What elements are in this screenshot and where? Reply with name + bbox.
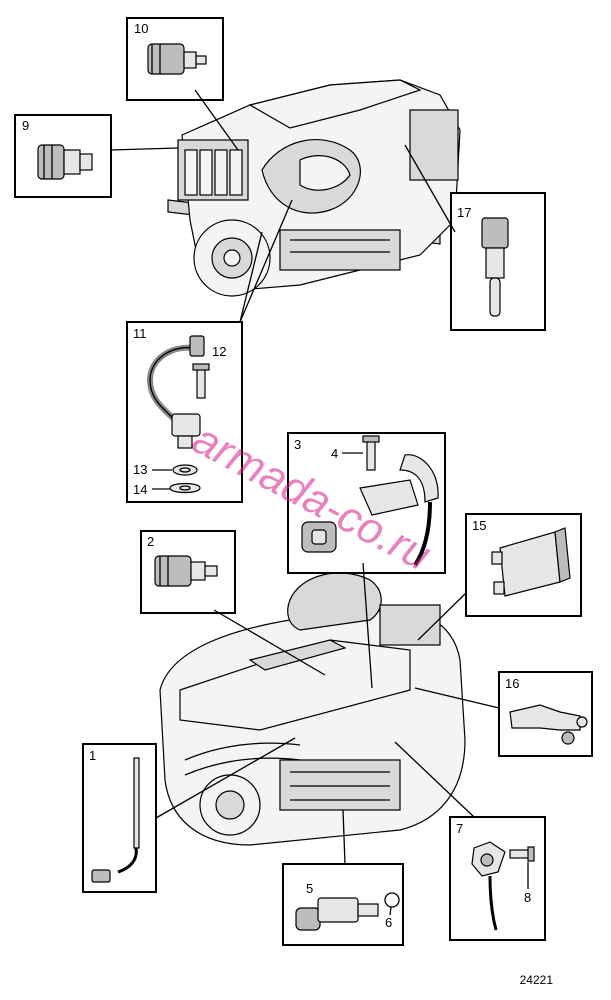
part-label-1: 1 bbox=[89, 748, 96, 763]
part-label-6: 6 bbox=[385, 915, 392, 930]
part-label-12: 12 bbox=[212, 344, 226, 359]
leader-9 bbox=[110, 147, 179, 151]
part-2-box: 2 bbox=[140, 530, 236, 614]
leader-16 bbox=[414, 687, 500, 709]
leader-3 bbox=[362, 562, 373, 689]
part-1-box: 1 bbox=[82, 743, 157, 893]
part-17-box: 17 bbox=[450, 192, 546, 331]
part-15-box: 15 bbox=[465, 513, 582, 617]
leader-11b bbox=[239, 199, 293, 323]
part-16-box: 16 bbox=[498, 671, 593, 757]
lower-engine-illustration bbox=[159, 572, 466, 846]
part-9-box: 9 bbox=[14, 114, 112, 198]
part-label-7: 7 bbox=[456, 821, 463, 836]
part-11-box: 11 12 13 14 bbox=[126, 321, 243, 503]
part-10-box: 10 bbox=[126, 17, 224, 101]
leader-17 bbox=[404, 144, 456, 233]
part-label-17: 17 bbox=[457, 205, 471, 220]
leader-11a bbox=[239, 231, 263, 323]
part-5-box: 5 6 bbox=[282, 863, 404, 946]
part-label-5: 5 bbox=[306, 881, 313, 896]
leader-5 bbox=[342, 809, 346, 865]
upper-engine-illustration bbox=[167, 79, 461, 297]
part-7-box: 7 8 bbox=[449, 816, 546, 941]
leader-15 bbox=[417, 592, 467, 641]
part-label-9: 9 bbox=[22, 118, 29, 133]
part-label-10: 10 bbox=[134, 21, 148, 36]
leader-1 bbox=[155, 737, 296, 819]
part-label-2: 2 bbox=[147, 534, 154, 549]
part-label-13: 13 bbox=[133, 462, 147, 477]
part-label-3: 3 bbox=[294, 437, 301, 452]
part-label-4: 4 bbox=[331, 446, 338, 461]
leader-2 bbox=[213, 609, 326, 676]
part-label-11: 11 bbox=[133, 326, 147, 341]
leader-7 bbox=[394, 741, 475, 818]
part-3-box: 3 4 bbox=[287, 432, 446, 574]
part-label-16: 16 bbox=[505, 676, 519, 691]
part-label-14: 14 bbox=[133, 482, 147, 497]
leader-10 bbox=[194, 89, 239, 151]
part-label-8: 8 bbox=[524, 890, 531, 905]
part-label-15: 15 bbox=[472, 518, 486, 533]
figure-number: 24221 bbox=[520, 973, 554, 987]
